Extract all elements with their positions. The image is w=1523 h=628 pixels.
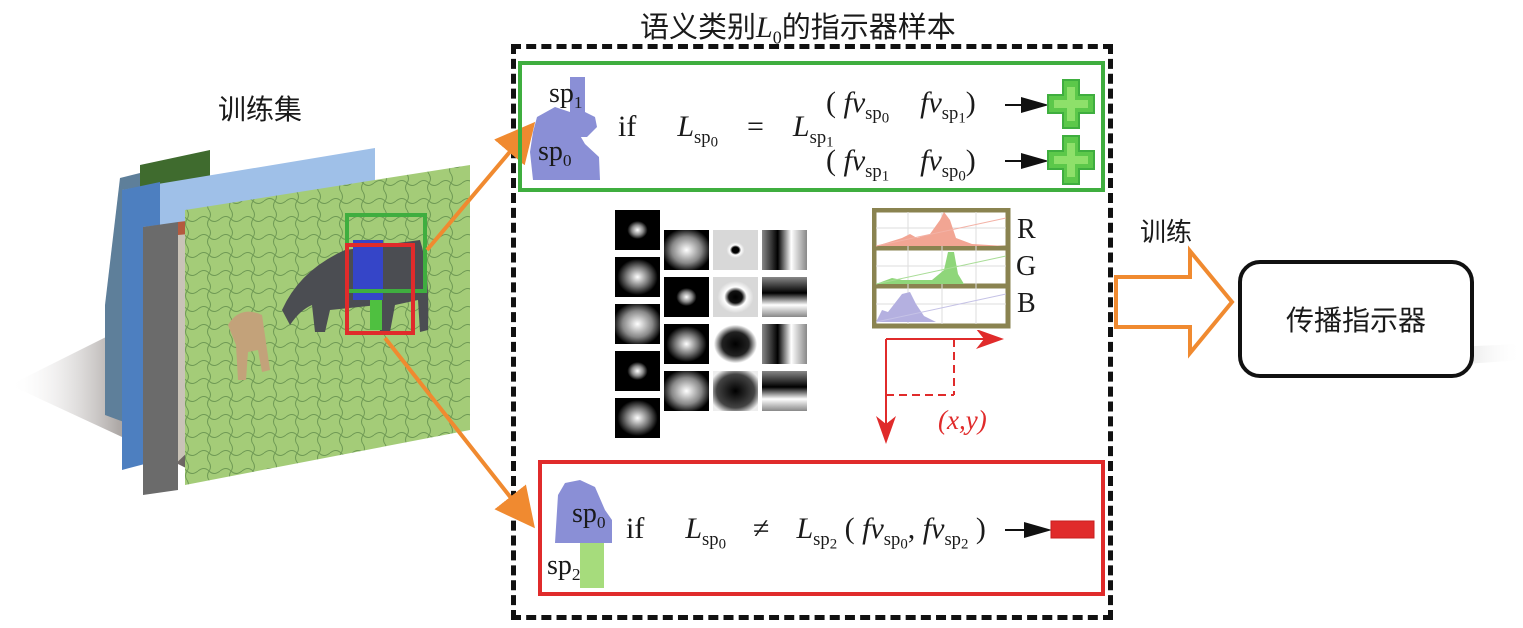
position-label: (x,y) xyxy=(938,405,987,435)
filter-tile xyxy=(713,371,758,411)
channel-label-r: R xyxy=(1017,214,1036,245)
selection-arrows xyxy=(383,121,536,529)
filter-column-2 xyxy=(664,230,709,411)
histogram-b xyxy=(876,292,936,322)
filter-column-1 xyxy=(615,210,660,438)
filter-tile xyxy=(664,277,709,317)
negative-result xyxy=(1005,520,1095,539)
title-suffix: 的指示器样本 xyxy=(781,10,956,44)
minus-icon xyxy=(1050,520,1095,539)
positive-results xyxy=(1005,79,1095,185)
histogram-g xyxy=(876,252,964,284)
plus-icon xyxy=(1047,135,1095,185)
channel-label-b: B xyxy=(1017,288,1036,319)
title-symbol: L xyxy=(756,11,773,44)
filter-tile xyxy=(664,324,709,364)
calf-silhouette xyxy=(228,311,270,380)
training-image-front xyxy=(185,165,470,485)
label-sp2: sp2 xyxy=(547,550,581,585)
filter-tile xyxy=(615,257,660,297)
filter-tile xyxy=(762,230,807,270)
arrow-to-positive-box xyxy=(425,121,536,252)
channel-label-g: G xyxy=(1016,251,1037,282)
filter-tile xyxy=(615,210,660,250)
region-sp0 xyxy=(555,480,612,543)
position-axes xyxy=(876,330,1004,444)
filter-tile xyxy=(615,304,660,344)
positive-condition: if Lsp0 = Lsp1 xyxy=(618,110,834,151)
superpixel-pair-sp0-sp1 xyxy=(530,77,600,180)
filter-tile xyxy=(713,230,758,270)
filter-column-3 xyxy=(713,230,758,411)
negative-condition: if Lsp0 ≠ Lsp2 ( fvsp0, fvsp2 ) xyxy=(626,512,986,553)
filter-tile xyxy=(713,324,758,364)
histogram-r xyxy=(876,212,1006,246)
filter-tile xyxy=(615,351,660,391)
equals-operator: = xyxy=(747,110,764,143)
indicator-samples-container xyxy=(511,44,1113,620)
title-symbol-sub: 0 xyxy=(772,27,782,48)
filter-bank xyxy=(615,210,807,438)
superpixel-pair-sp0-sp2 xyxy=(555,480,612,588)
propagation-indicator-box: 传播指示器 xyxy=(1238,260,1474,378)
region-sp2 xyxy=(580,543,604,588)
title-prefix: 语义类别 xyxy=(640,10,757,44)
positive-pair-1: ( fvsp0 fvsp1) xyxy=(826,86,976,127)
not-equal-operator: ≠ xyxy=(753,512,770,545)
positive-pair-2: ( fvsp1 fvsp0) xyxy=(826,144,976,185)
if-keyword: if xyxy=(626,512,645,545)
negative-sample-box xyxy=(538,460,1105,596)
positive-sample-box xyxy=(518,61,1105,192)
training-set-image-stack xyxy=(10,148,470,495)
plus-icon xyxy=(1047,79,1095,129)
filter-tile xyxy=(664,230,709,270)
sample-title: 语义类别L0的指示器样本 xyxy=(640,4,956,48)
propagation-indicator-label: 传播指示器 xyxy=(1285,304,1426,337)
superpixel-sp2-highlight xyxy=(370,300,382,330)
filter-tile xyxy=(762,324,807,364)
region-sp0 xyxy=(530,107,600,180)
filter-tile xyxy=(762,277,807,317)
label-sp0: sp0 xyxy=(572,498,606,533)
filter-tile xyxy=(615,398,660,438)
negative-pair: ( fvsp0, fvsp2 ) xyxy=(844,512,986,553)
arrow-to-negative-box xyxy=(383,336,535,529)
filter-tile xyxy=(713,277,758,317)
train-arrow xyxy=(1114,245,1235,359)
label-sp0: sp0 xyxy=(538,136,572,171)
label-sp1: sp1 xyxy=(549,78,583,113)
negative-selection-box xyxy=(345,243,415,335)
if-keyword: if xyxy=(618,110,637,143)
rgb-histograms xyxy=(872,208,1011,329)
train-label: 训练 xyxy=(1140,218,1193,248)
filter-column-4 xyxy=(762,230,807,411)
filter-tile xyxy=(762,371,807,411)
training-set-label: 训练集 xyxy=(218,93,303,126)
filter-tile xyxy=(664,371,709,411)
